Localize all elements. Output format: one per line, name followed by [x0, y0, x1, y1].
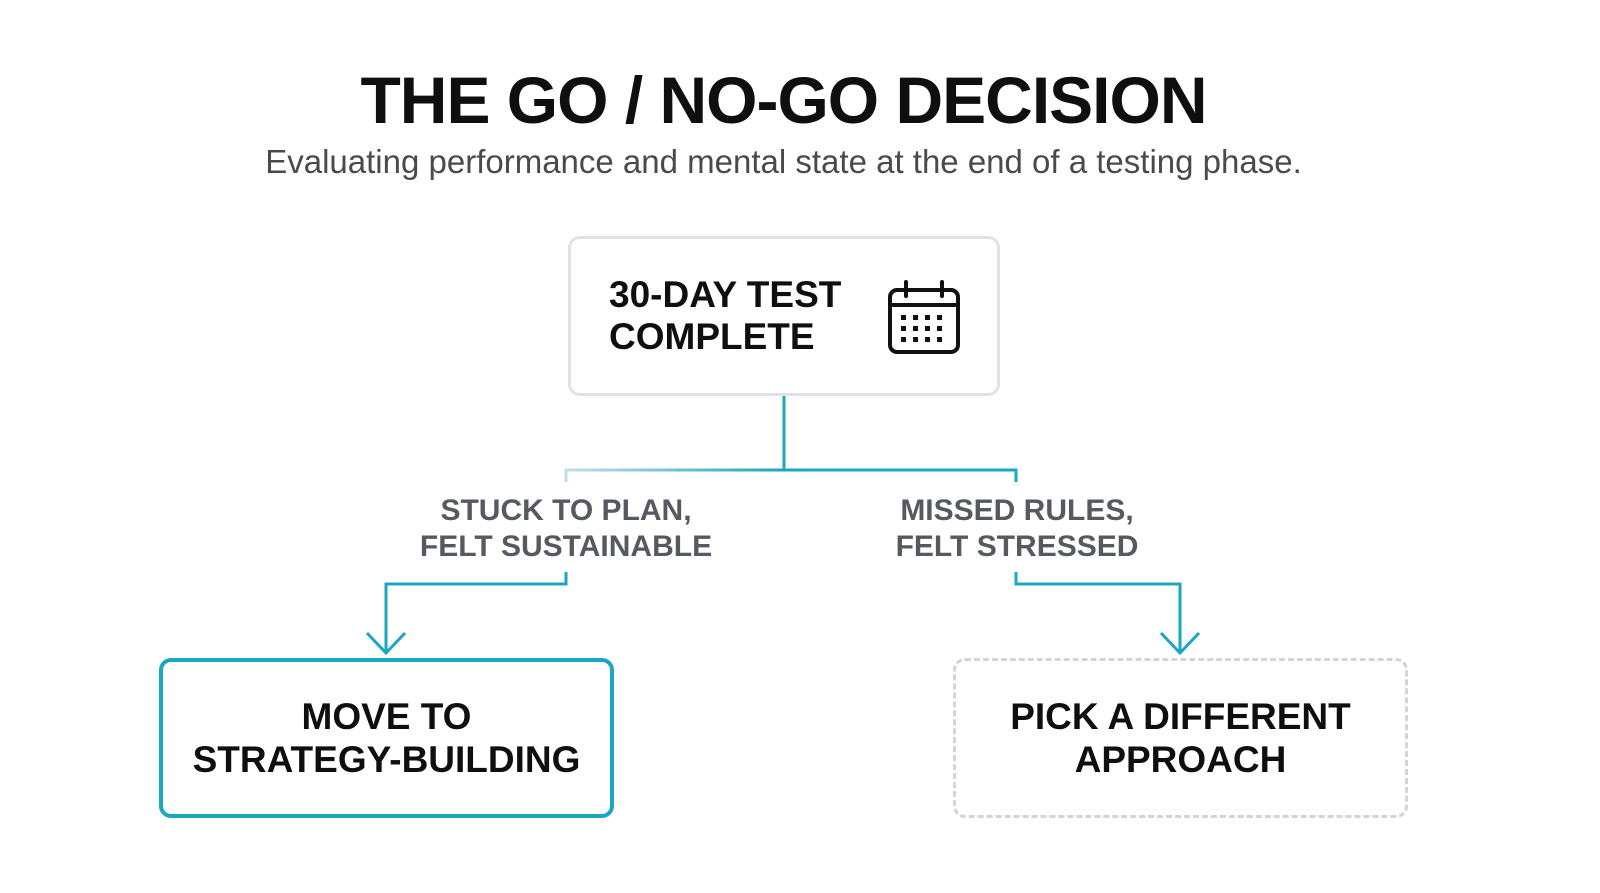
outcome-no-go-label-line1: PICK A DIFFERENT [1010, 696, 1351, 737]
outcome-no-go-label: PICK A DIFFERENT APPROACH [1010, 695, 1351, 781]
start-node-label: 30-DAY TEST COMPLETE [609, 274, 869, 358]
start-node: 30-DAY TEST COMPLETE [568, 236, 1000, 396]
outcome-no-go-node: PICK A DIFFERENT APPROACH [953, 658, 1408, 818]
outcome-go-node: MOVE TO STRATEGY-BUILDING [159, 658, 614, 818]
right-split-connector [784, 468, 1018, 482]
outcome-go-label-line1: MOVE TO [301, 696, 472, 737]
start-node-label-line1: 30-DAY TEST [609, 274, 842, 315]
page-title: THE GO / NO-GO DECISION [360, 63, 1207, 137]
branch-condition-go-line2: FELT SUSTAINABLE [419, 530, 713, 563]
right-arrowhead [1159, 631, 1201, 656]
branch-condition-go-line1: STUCK TO PLAN, [440, 494, 692, 527]
branch-condition-no-go: MISSED RULES, FELT STRESSED [837, 493, 1197, 565]
start-node-label-line2: COMPLETE [609, 316, 815, 357]
calendar-icon [888, 280, 960, 354]
outcome-no-go-label-line2: APPROACH [1074, 739, 1287, 780]
outcome-go-label-line2: STRATEGY-BUILDING [192, 739, 581, 780]
page-subtitle: Evaluating performance and mental state … [265, 143, 1302, 180]
left-arrowhead [365, 631, 407, 656]
right-outcome-connector [1014, 572, 1182, 652]
branch-condition-no-go-line2: FELT STRESSED [895, 530, 1139, 563]
branch-condition-no-go-line1: MISSED RULES, [900, 494, 1134, 527]
left-split-connector [564, 468, 784, 482]
left-outcome-connector [384, 572, 568, 652]
branch-condition-go: STUCK TO PLAN, FELT SUSTAINABLE [386, 493, 746, 565]
outcome-go-label: MOVE TO STRATEGY-BUILDING [193, 695, 581, 781]
